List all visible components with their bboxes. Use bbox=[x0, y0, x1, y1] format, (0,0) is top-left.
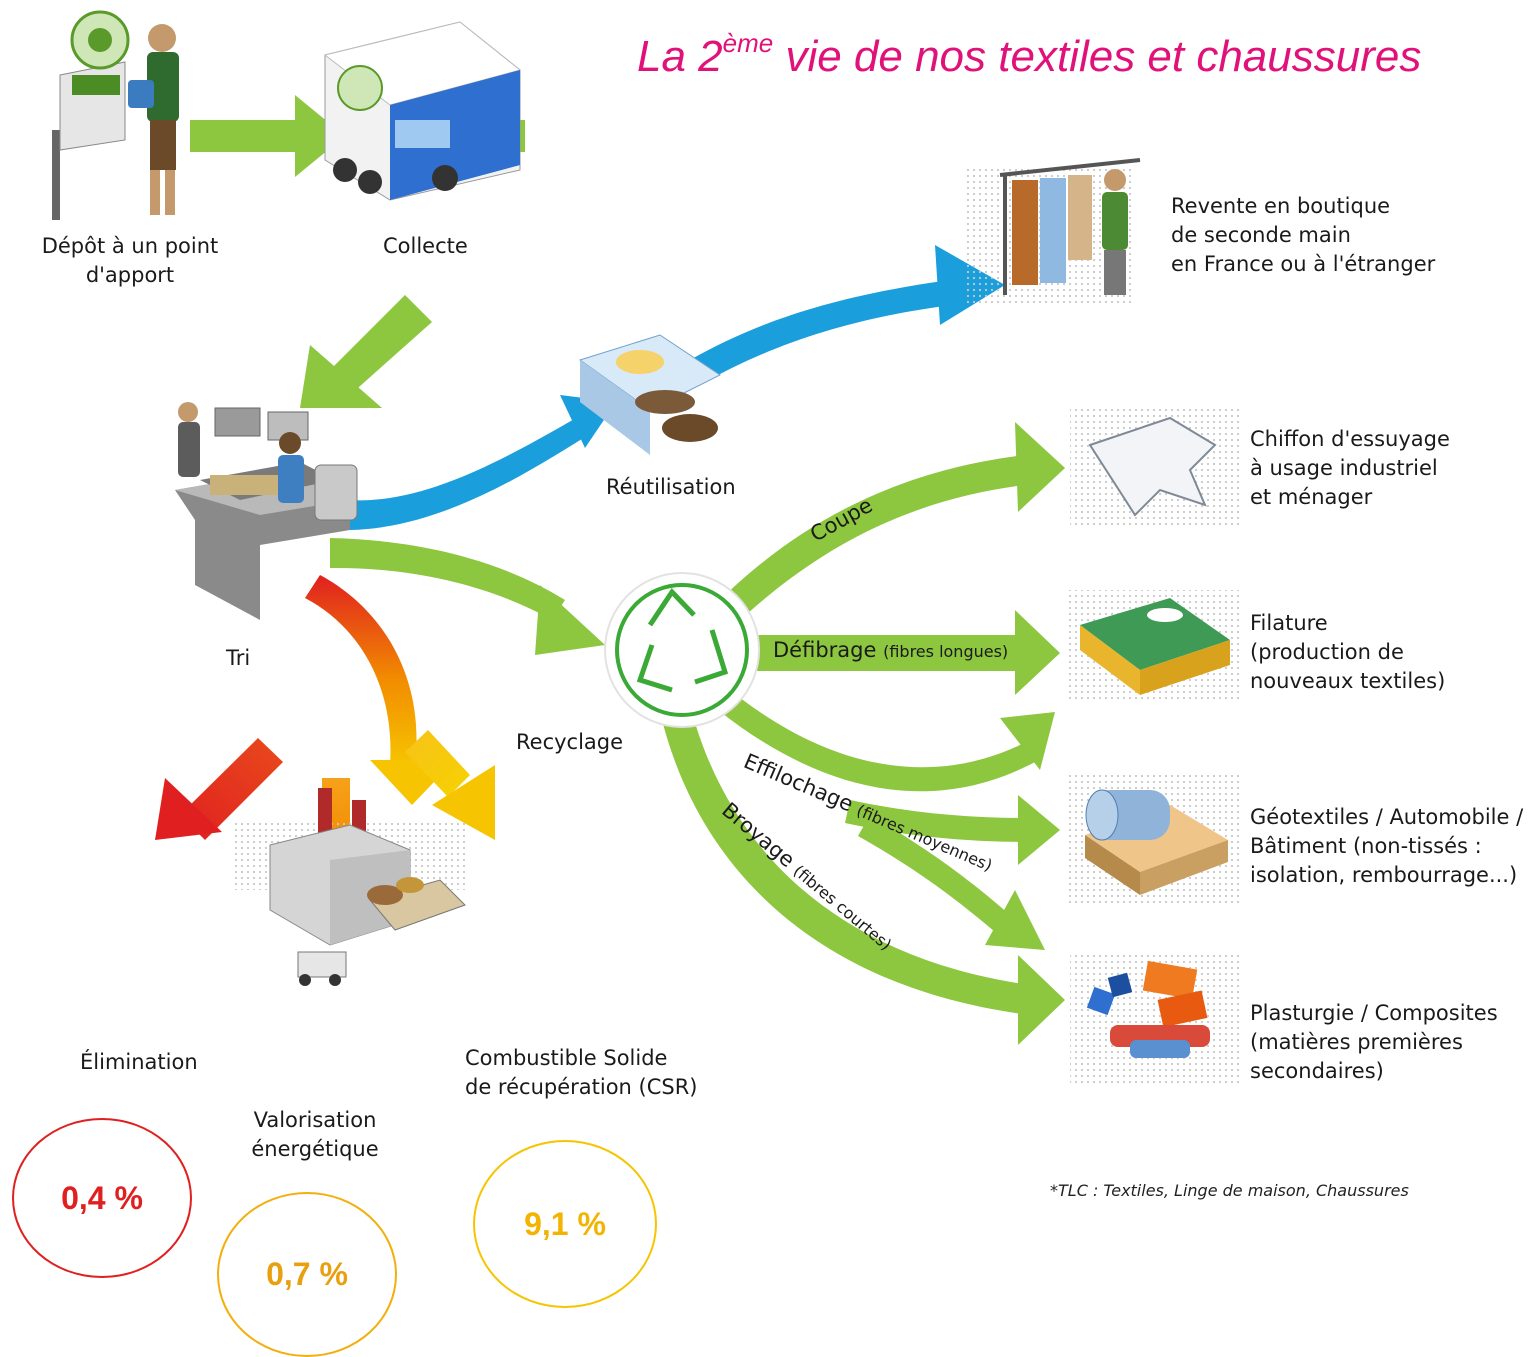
arrow-effilochage bbox=[718, 690, 1060, 950]
arrow-csr bbox=[405, 730, 495, 840]
output-plasturgie: Plasturgie / Composites (matières premiè… bbox=[1250, 1001, 1498, 1083]
process-defibrage-label: Défibrage bbox=[773, 638, 877, 662]
collection-point-person-icon bbox=[52, 10, 179, 220]
output-geotextiles: Géotextiles / Automobile / Bâtiment (non… bbox=[1250, 805, 1524, 887]
process-defibrage: Défibrage (fibres longues) bbox=[773, 638, 1008, 662]
footnote: *TLC : Textiles, Linge de maison, Chauss… bbox=[1050, 1181, 1409, 1200]
arrow-to-tri bbox=[300, 295, 432, 408]
label-reutilisation: Réutilisation bbox=[606, 475, 736, 499]
label-csr: Combustible Solide de récupération (CSR) bbox=[465, 1046, 698, 1099]
label-depot: Dépôt à un point d'apport bbox=[41, 234, 219, 287]
clothing-rack-shop-icon bbox=[965, 158, 1141, 305]
energy-plant-icon bbox=[235, 788, 466, 986]
arrow-elimination bbox=[155, 738, 283, 840]
plastic-pellets-icon bbox=[1070, 955, 1240, 1085]
label-elimination: Élimination bbox=[80, 1050, 198, 1074]
folded-clothes-shoes-icon bbox=[578, 334, 721, 455]
arrow-depot-to-collecte bbox=[190, 95, 345, 177]
sorting-station-icon bbox=[175, 402, 358, 620]
arrow-defibrage bbox=[750, 610, 1060, 695]
cloth-rag-icon bbox=[1070, 405, 1240, 525]
arrow-tri-to-recyclage bbox=[330, 538, 605, 655]
arrow-broyage bbox=[660, 705, 1065, 1045]
label-tri: Tri bbox=[226, 646, 251, 670]
pct-csr: 9,1 % bbox=[473, 1140, 657, 1308]
label-valorisation: Valorisation énergétique bbox=[251, 1108, 379, 1161]
output-filature: Filature (production de nouveaux textile… bbox=[1250, 611, 1446, 693]
insulation-roll-icon bbox=[1065, 775, 1240, 905]
process-defibrage-sub: (fibres longues) bbox=[883, 642, 1009, 661]
output-revente: Revente en boutique de seconde main en F… bbox=[1171, 194, 1436, 276]
pct-elimination: 0,4 % bbox=[12, 1118, 192, 1278]
label-recyclage: Recyclage bbox=[516, 730, 624, 754]
arrow-coupe bbox=[715, 422, 1065, 625]
page-title: La 2ème vie de nos textiles et chaussure… bbox=[637, 28, 1422, 81]
output-chiffon: Chiffon d'essuyage à usage industriel et… bbox=[1250, 427, 1450, 509]
label-collecte: Collecte bbox=[383, 234, 468, 258]
collection-truck-icon bbox=[323, 21, 522, 201]
folded-textile-icon bbox=[1065, 590, 1240, 700]
pct-valorisation: 0,7 % bbox=[217, 1192, 397, 1357]
recycle-icon bbox=[604, 572, 760, 728]
